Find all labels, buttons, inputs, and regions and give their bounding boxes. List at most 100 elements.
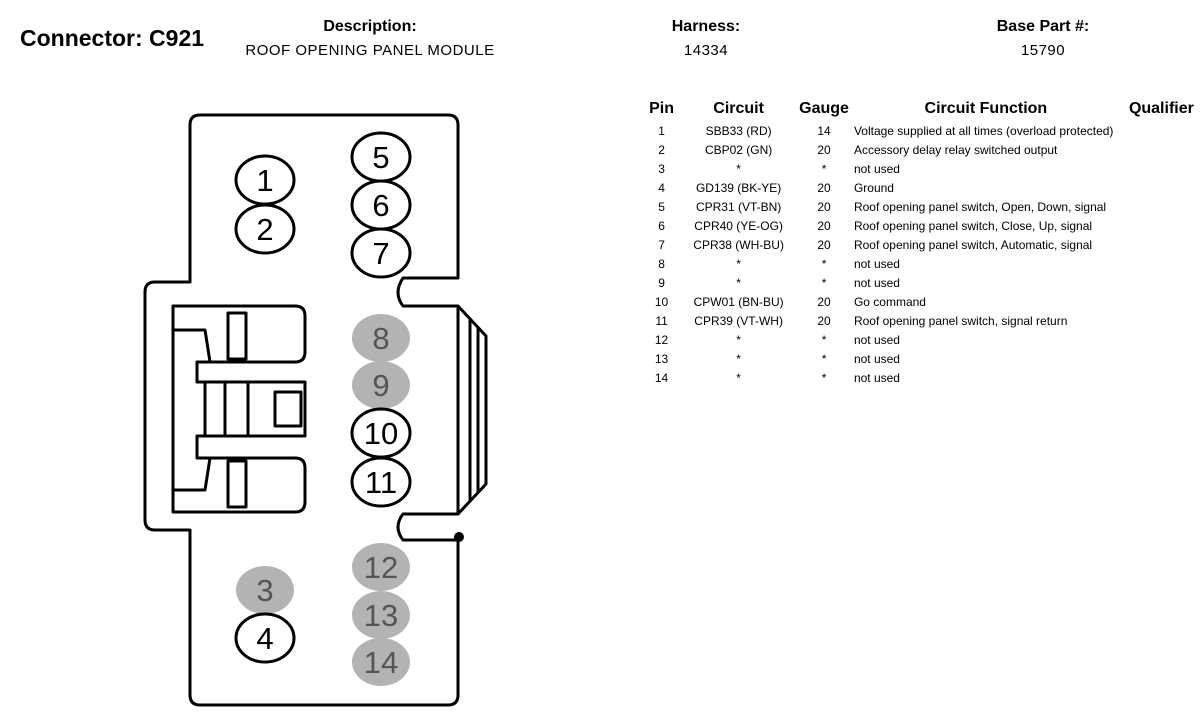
function-cell: Roof opening panel switch, signal return — [853, 313, 1068, 328]
pin-cell: 9 — [658, 275, 665, 290]
pin-cavity-14: 14 — [352, 638, 410, 686]
connector-body-outline — [143, 113, 460, 707]
pin-cavity-5: 5 — [350, 131, 412, 183]
pin-cell: 10 — [654, 294, 669, 309]
function-cell: Roof opening panel switch, Automatic, si… — [853, 237, 1093, 252]
qualifier-cell — [1123, 330, 1200, 349]
header-gauge: Gauge — [799, 100, 849, 117]
pin-number: 7 — [372, 236, 389, 271]
qualifier-cell — [1123, 159, 1200, 178]
pin-circle — [350, 456, 412, 508]
qualifier-cell — [1123, 292, 1200, 311]
function-cell: Ground — [853, 180, 894, 195]
pin-circle-unused — [352, 361, 410, 409]
pin-circle-unused — [352, 314, 410, 362]
pin-cavity-2: 2 — [234, 203, 296, 255]
latch-slot-lower — [173, 457, 212, 492]
circuit-cell: CPW01 (BN-BU) — [693, 294, 784, 309]
base-part-label: Base Part #: — [996, 18, 1090, 35]
gauge-cell: * — [821, 275, 827, 290]
qualifier-cell — [1123, 349, 1200, 368]
pin-cell: 4 — [658, 180, 665, 195]
table-row: 7 CPR38 (WH-BU) 20 Roof opening panel switc… — [645, 235, 1200, 254]
function-cell: Accessory delay relay switched output — [853, 142, 1058, 157]
pin-number: 12 — [364, 550, 398, 585]
gauge-cell: * — [821, 161, 827, 176]
pin-cell: 13 — [654, 351, 669, 366]
function-cell: not used — [853, 161, 900, 176]
qualifier-cell — [1123, 178, 1200, 197]
pin-number: 8 — [372, 321, 389, 356]
pin-cavity-13: 13 — [352, 591, 410, 639]
gauge-cell: 20 — [817, 313, 831, 328]
table-row: 8**not used — [645, 254, 1200, 273]
pin-number: 9 — [372, 368, 389, 403]
gauge-cell: 20 — [817, 142, 831, 157]
qualifier-cell — [1123, 368, 1200, 387]
pin-cavity-3: 3 — [236, 566, 294, 614]
gauge-cell: 20 — [817, 218, 831, 233]
harness-value: 14334 — [683, 42, 729, 59]
side-lock-outline — [456, 304, 488, 516]
pin-cavity-8: 8 — [352, 314, 410, 362]
circuit-cell: CBP02 (GN) — [704, 142, 773, 157]
circuit-cell: * — [736, 275, 741, 290]
latch-slot-upper — [173, 328, 212, 363]
latch-bar-lower — [226, 459, 248, 509]
pin-cell: 7 — [658, 237, 665, 252]
table-row: 12**not used — [645, 330, 1200, 349]
circuit-cell: * — [736, 332, 741, 347]
pin-circle — [350, 227, 412, 279]
connector-title: Connector: C921 — [20, 25, 205, 51]
circuit-cell: * — [736, 370, 741, 385]
qualifier-cell — [1123, 216, 1200, 235]
qualifier-cell — [1123, 140, 1200, 159]
description-label: Description: — [323, 18, 417, 35]
pin-number: 2 — [256, 212, 273, 247]
qualifier-cell — [1123, 311, 1200, 330]
qualifier-cell — [1123, 254, 1200, 273]
pin-number: 5 — [372, 140, 389, 175]
circuit-cell: * — [736, 256, 741, 271]
pin-circle-unused — [352, 543, 410, 591]
latch-tab — [273, 390, 303, 428]
qualifier-cell — [1123, 121, 1200, 140]
pin-circle-unused — [352, 591, 410, 639]
pin-circle — [234, 612, 296, 664]
gauge-cell: * — [821, 370, 827, 385]
circuit-cell: CPR40 (YE-OG) — [694, 218, 783, 233]
circuit-cell: CPR38 (WH-BU) — [693, 237, 784, 252]
function-cell: Go command — [853, 294, 926, 309]
qualifier-cell — [1123, 273, 1200, 292]
gauge-cell: 20 — [817, 237, 831, 252]
polarity-dot — [454, 532, 464, 542]
pin-cavity-4: 4 — [234, 612, 296, 664]
gauge-cell: * — [821, 256, 827, 271]
function-cell: Roof opening panel switch, Close, Up, si… — [853, 218, 1093, 233]
pin-number: 6 — [372, 188, 389, 223]
pin-cell: 2 — [658, 142, 665, 157]
function-cell: not used — [853, 351, 900, 366]
pin-cell: 14 — [654, 370, 669, 385]
circuit-cell: SBB33 (RD) — [705, 123, 772, 138]
header-circuit-function: Circuit Function — [924, 100, 1048, 117]
gauge-cell: 20 — [817, 199, 831, 214]
table-row: 10 CPW01 (BN-BU) 20 Go command — [645, 292, 1200, 311]
base-part-block: Base Part #: 15790 — [960, 17, 1126, 61]
pin-number: 1 — [256, 163, 273, 198]
gauge-cell: 20 — [817, 294, 831, 309]
table-row: 3**not used — [645, 159, 1200, 178]
pin-cavity-11: 11 — [350, 456, 412, 508]
pin-cavity-12: 12 — [352, 543, 410, 591]
pin-cell: 5 — [658, 199, 665, 214]
qualifier-cell — [1123, 197, 1200, 216]
pin-circle-unused — [352, 638, 410, 686]
function-cell: not used — [853, 370, 900, 385]
pin-cavity-1: 1 — [234, 154, 296, 206]
gauge-cell: * — [821, 351, 827, 366]
